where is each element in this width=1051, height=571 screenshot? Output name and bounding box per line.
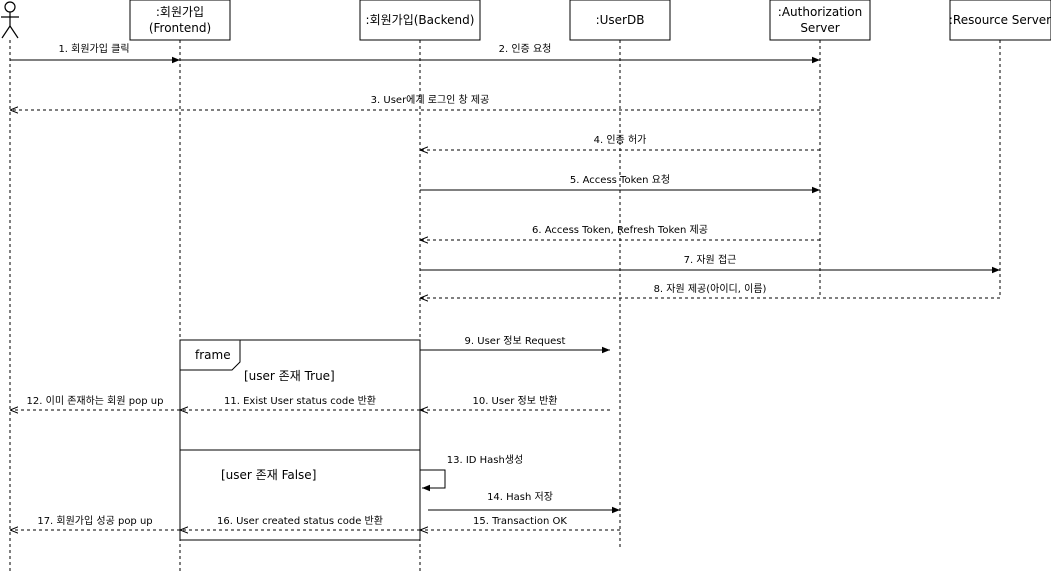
message-3-label: 3. User에게 로그인 창 제공	[371, 94, 490, 106]
message-15-label: 15. Transaction OK	[473, 516, 567, 527]
message-17-label: 17. 회원가입 성공 pop up	[37, 514, 152, 527]
svg-text::Resource Server: :Resource Server	[949, 13, 1051, 27]
alt-frame	[179, 339, 421, 541]
message-13-label: 13. ID Hash생성	[447, 454, 524, 466]
guard-user-exists-true: [user 존재 True]	[244, 369, 335, 383]
message-13-arrow	[420, 469, 446, 492]
participant-userdb: :UserDB	[569, 0, 671, 41]
message-14-label: 14. Hash 저장	[487, 491, 553, 503]
participant-frontend: :회원가입 (Frontend)	[129, 0, 231, 41]
participant-resource-server: :Resource Server	[949, 0, 1051, 41]
message-4-label: 4. 인증 허가	[594, 134, 647, 146]
svg-text::Authorization: :Authorization	[778, 5, 862, 19]
participant-backend: :회원가입(Backend)	[359, 0, 481, 41]
participant-authorization-server: :Authorization Server	[769, 0, 871, 41]
svg-text::UserDB: :UserDB	[596, 13, 645, 27]
svg-text:(Frontend): (Frontend)	[149, 21, 211, 35]
message-10-label: 10. User 정보 반환	[472, 395, 557, 407]
message-9-label: 9. User 정보 Request	[465, 335, 566, 347]
svg-text::회원가입: :회원가입	[156, 5, 204, 19]
message-7-label: 7. 자원 접근	[684, 254, 737, 266]
message-5-label: 5. Access Token 요청	[570, 174, 670, 186]
message-8-label: 8. 자원 제공(아이디, 이름)	[654, 283, 767, 295]
svg-text::회원가입(Backend): :회원가입(Backend)	[366, 13, 475, 27]
guard-user-exists-false: [user 존재 False]	[221, 468, 316, 482]
message-16-label: 16. User created status code 반환	[217, 515, 383, 527]
user-actor-icon	[1, 1, 19, 39]
message-1-label: 1. 회원가입 클릭	[58, 42, 129, 55]
svg-text:Server: Server	[800, 21, 839, 35]
frame-label: frame	[195, 348, 231, 362]
message-2-label: 2. 인증 요청	[499, 43, 552, 55]
message-12-label: 12. 이미 존재하는 회원 pop up	[27, 394, 164, 407]
message-11-label: 11. Exist User status code 반환	[224, 395, 376, 407]
message-6-label: 6. Access Token, Refresh Token 제공	[532, 224, 708, 236]
